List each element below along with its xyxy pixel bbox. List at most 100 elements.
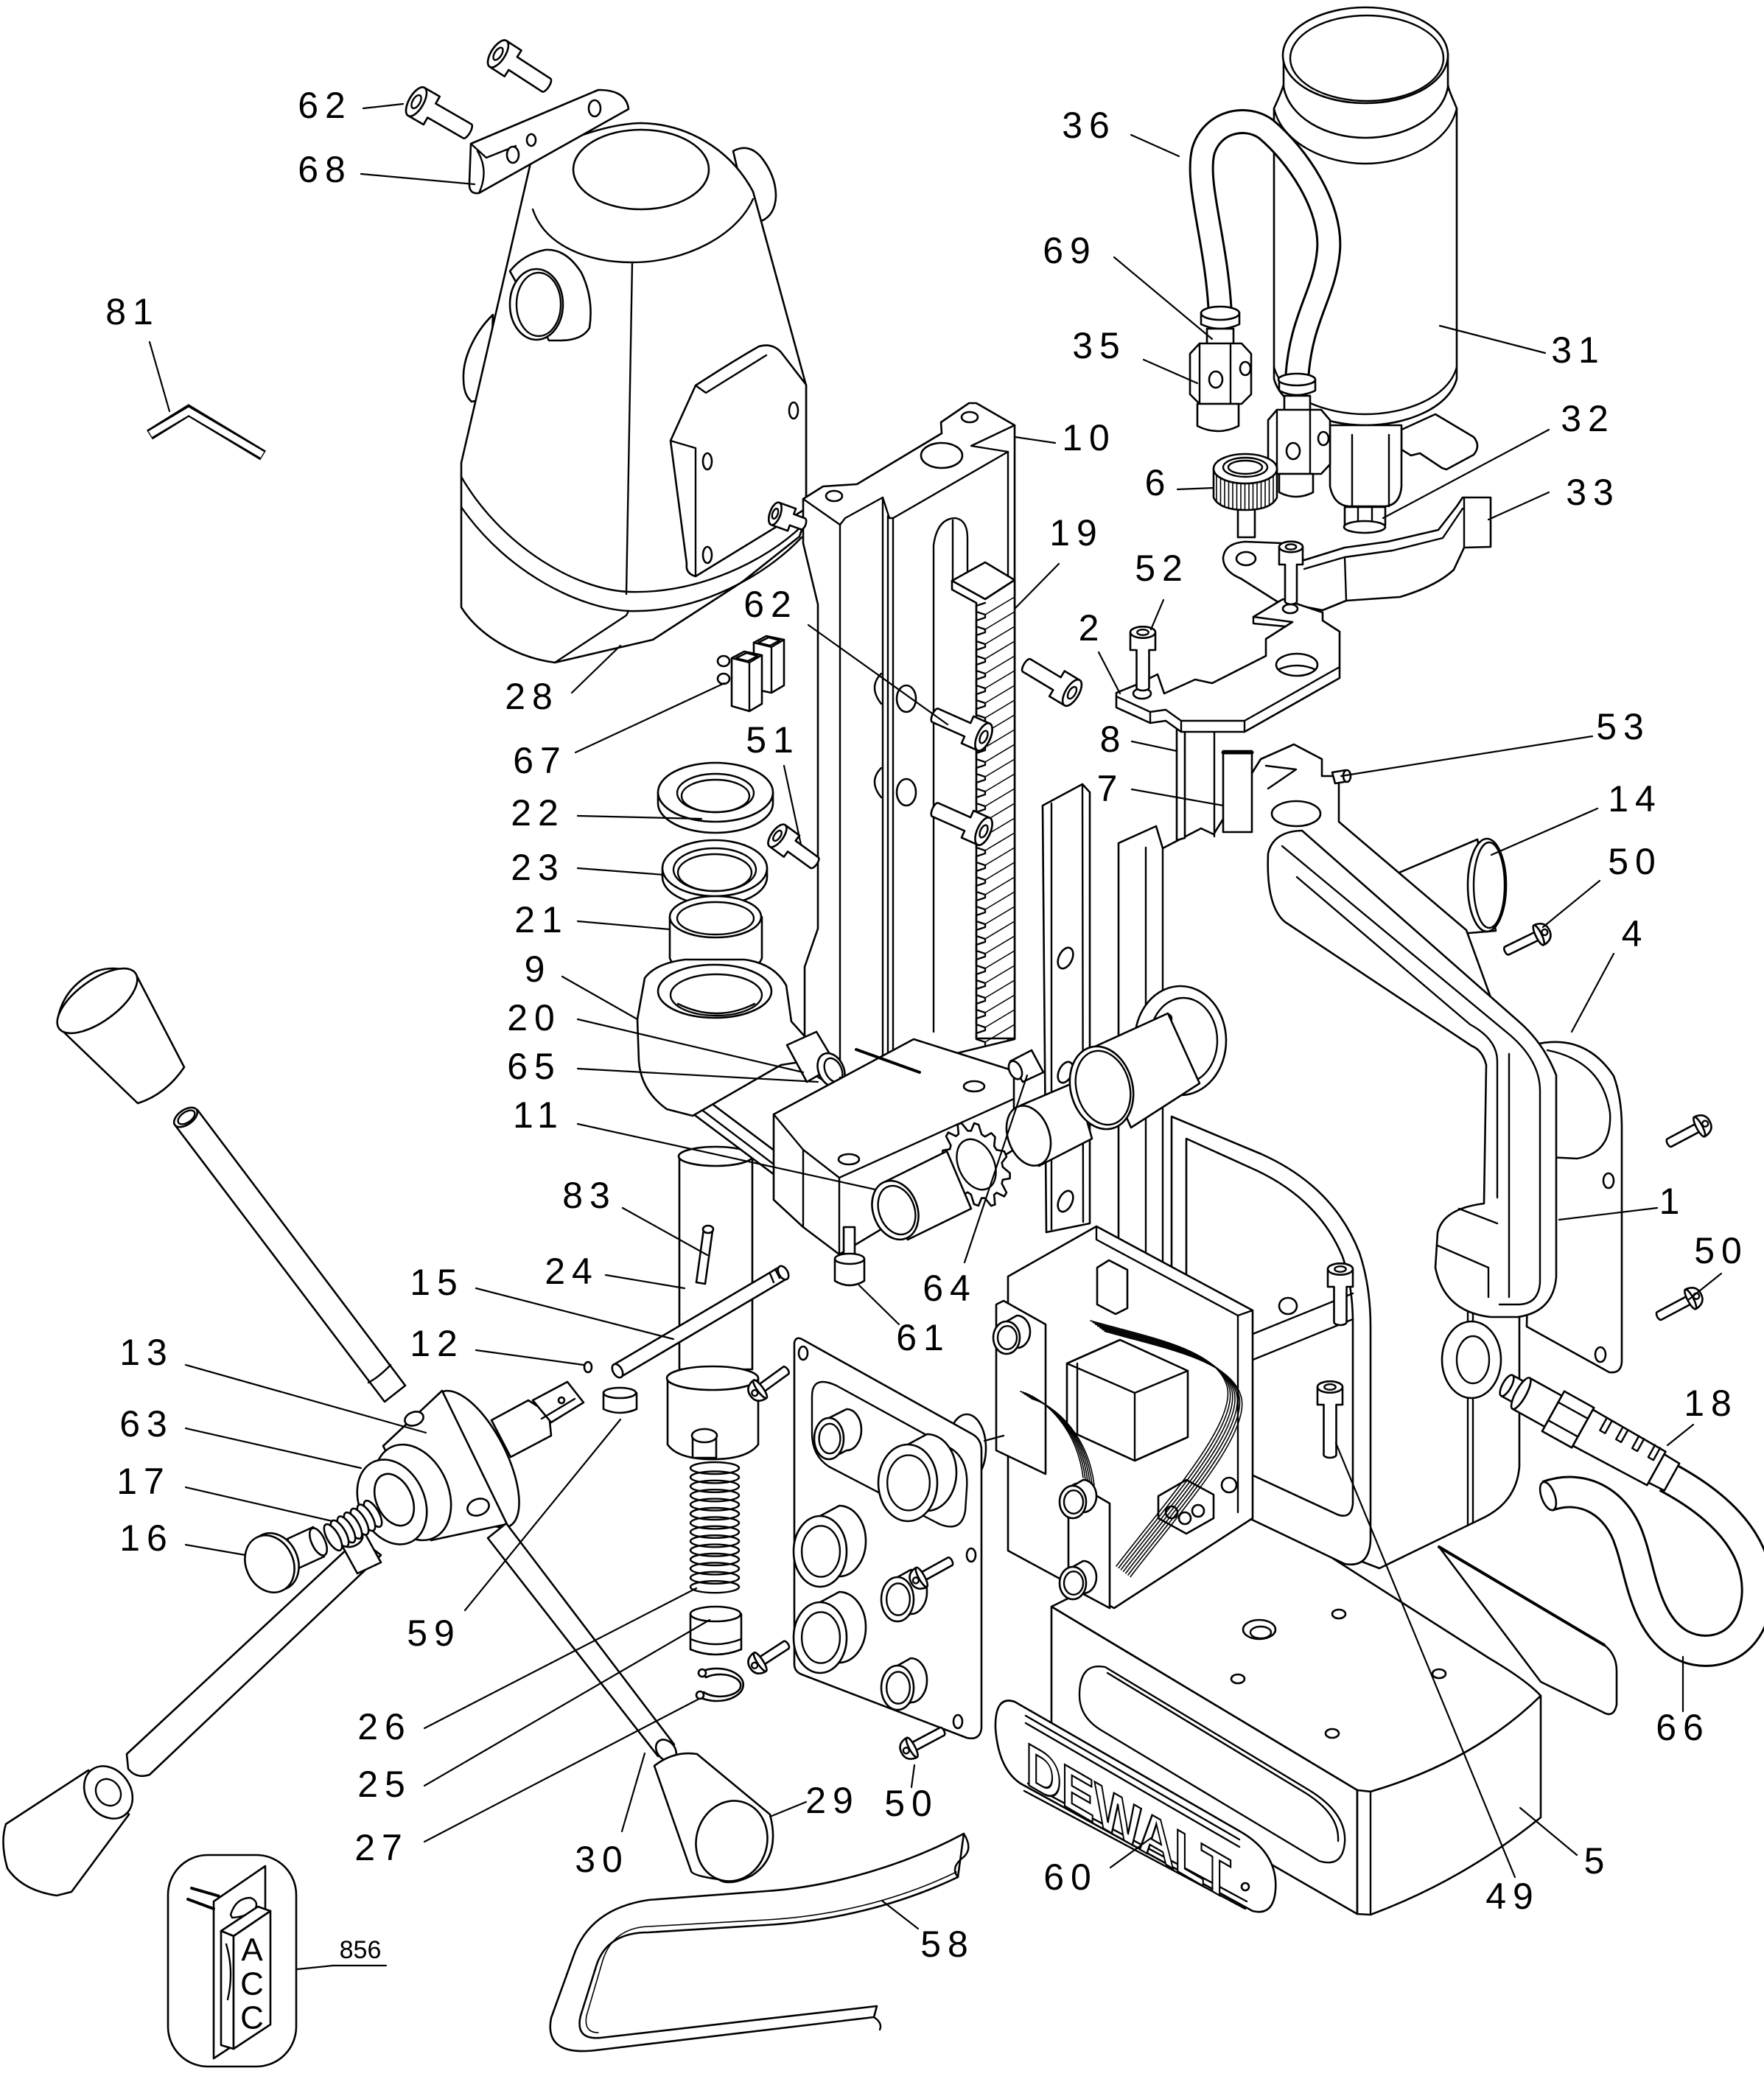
screw-head-face xyxy=(405,86,428,117)
part-column-24 xyxy=(665,1145,760,1461)
pin-end xyxy=(1007,1060,1023,1080)
valve-lever-pin xyxy=(1239,360,1252,377)
part-terminal-67 xyxy=(716,635,785,713)
rack-tooth-crests xyxy=(984,596,1015,1043)
leader-52 xyxy=(1149,598,1165,631)
screw-49-a xyxy=(1326,1262,1354,1327)
part-seal-22 xyxy=(657,761,774,834)
kit-letter-c: C xyxy=(240,2000,264,2036)
leader-28 xyxy=(570,644,622,694)
callout-10: 10 xyxy=(1062,417,1116,458)
leader-11 xyxy=(576,1122,877,1191)
plunger-groove xyxy=(689,1638,743,1646)
leader-32 xyxy=(1382,428,1550,520)
spring-coil xyxy=(689,1498,741,1512)
callout-69: 69 xyxy=(1043,230,1097,271)
registered-mark-icon xyxy=(1240,1882,1250,1892)
leader-30 xyxy=(620,1752,646,1833)
part-strap-58 xyxy=(549,1832,970,2053)
cord-fill xyxy=(1542,1464,1764,1665)
frame-hole xyxy=(825,489,844,503)
callout-35: 35 xyxy=(1072,325,1127,366)
screw-head-face xyxy=(1061,678,1083,708)
spring-coil xyxy=(323,1523,343,1552)
leader-58 xyxy=(881,1899,920,1930)
spring-coil xyxy=(689,1506,741,1521)
callout-63: 63 xyxy=(119,1403,174,1445)
post-top xyxy=(833,1252,866,1265)
screw-62-top-b xyxy=(486,39,553,93)
pinion-shaft-bore xyxy=(877,1184,917,1236)
part-magnet-plate xyxy=(1438,1545,1618,1716)
callout-32: 32 xyxy=(1561,398,1615,439)
leader-26 xyxy=(423,1587,698,1730)
callout-5: 5 xyxy=(1584,1840,1611,1882)
pinion-housing-rod xyxy=(855,1048,921,1074)
leader-2 xyxy=(1097,651,1121,695)
part-handle-rod-upper xyxy=(172,1106,407,1403)
bracket-hole xyxy=(587,99,602,118)
callout-81: 81 xyxy=(105,291,160,332)
callout-21: 21 xyxy=(514,899,569,940)
screw-62-frame-a xyxy=(930,708,993,752)
slide-plate-hole xyxy=(1057,946,1074,970)
screw-head-face xyxy=(767,501,783,526)
ribbon-wire xyxy=(1094,1324,1233,1571)
callout-33: 33 xyxy=(1566,472,1620,513)
terminal-pin xyxy=(716,654,731,668)
panel-indicator xyxy=(880,1657,928,1711)
rod-end xyxy=(172,1106,199,1128)
callout-49: 49 xyxy=(1485,1876,1540,1917)
callout-labels: 62 68 81 36 69 35 31 32 33 6 10 19 52 2 … xyxy=(105,85,1742,1965)
callout-20: 20 xyxy=(507,997,561,1038)
hex-socket-icon xyxy=(1284,543,1298,551)
housing-top-notch xyxy=(1264,764,1298,790)
torx-icon xyxy=(750,1661,759,1670)
magnet-plate-outline xyxy=(1438,1545,1618,1716)
leader-17 xyxy=(184,1486,334,1523)
pin-frame-top xyxy=(767,501,808,532)
leader-63 xyxy=(184,1427,363,1470)
terminal-tube-front-top xyxy=(730,652,763,713)
bracket-hole xyxy=(505,145,520,164)
button-ring xyxy=(1063,1489,1085,1515)
frame-hole xyxy=(960,411,979,424)
callout-7: 7 xyxy=(1097,768,1124,809)
leader-12 xyxy=(475,1349,585,1366)
rod-collar-line xyxy=(367,1363,392,1384)
leader-36 xyxy=(1130,133,1180,158)
screw-bracket xyxy=(1278,540,1304,606)
callout-64: 64 xyxy=(923,1268,977,1309)
spring-coil xyxy=(689,1470,741,1484)
nameplate-outline xyxy=(994,1700,1277,1913)
ribbon-cables xyxy=(1020,1320,1243,1578)
yoke-ring-bore xyxy=(669,973,763,1017)
housing-side-boss-face xyxy=(508,268,564,341)
callout-19: 19 xyxy=(1049,512,1104,553)
part-pinion-housing xyxy=(772,1038,1015,1256)
part-circuit-board xyxy=(992,1225,1254,1610)
button-ring xyxy=(996,1324,1018,1350)
callout-61: 61 xyxy=(896,1317,951,1358)
part-slide-plate xyxy=(1041,783,1091,1234)
motor-cap-top xyxy=(1281,6,1449,105)
base-hole xyxy=(1230,1673,1246,1685)
spring-coil xyxy=(689,1562,741,1576)
callout-24: 24 xyxy=(545,1251,599,1292)
grip-groove xyxy=(1599,1417,1613,1434)
leader-22 xyxy=(576,814,703,820)
hex-socket-icon xyxy=(1066,685,1078,700)
cap-screws xyxy=(405,39,1304,870)
housing-grommet-inner xyxy=(1455,1335,1491,1385)
torx-icon xyxy=(1541,928,1549,937)
housing-right-knob xyxy=(732,147,777,223)
button-ring xyxy=(886,1454,931,1512)
housing-top-hole xyxy=(1270,800,1322,828)
leader-61 xyxy=(858,1284,900,1326)
valve-lever-pin xyxy=(1317,430,1330,447)
callout-83: 83 xyxy=(562,1175,617,1216)
hex-socket-icon xyxy=(410,94,422,110)
leader-64 xyxy=(963,1074,1029,1264)
grip-groove xyxy=(1647,1444,1662,1461)
